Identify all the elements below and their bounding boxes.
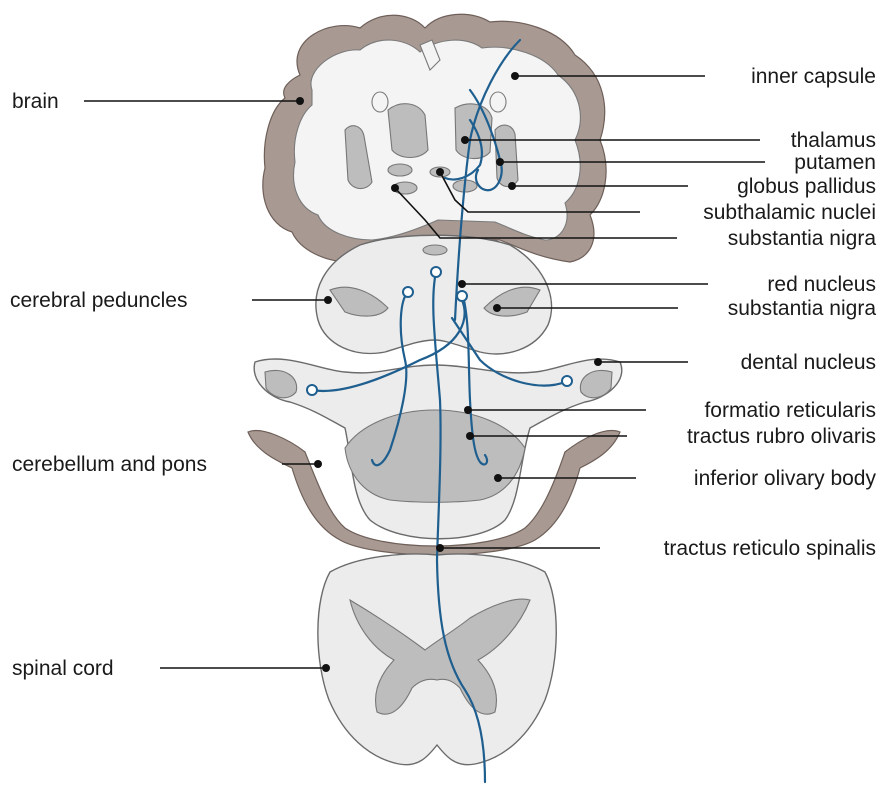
label-spinal-cord: spinal cord [12,657,114,680]
label-formatio-reticularis: formatio reticularis [704,399,876,422]
label-putamen: putamen [794,151,876,174]
label-dental-nucleus: dental nucleus [741,351,876,374]
label-globus-pallidus: globus pallidus [737,175,876,198]
label-cerebellum-pons: cerebellum and pons [12,453,207,476]
label-subthalamic-nuclei: subthalamic nuclei [703,201,876,224]
label-tractus-rubro-olivaris: tractus rubro olivaris [687,425,876,448]
label-inferior-olivary-body: inferior olivary body [694,467,877,490]
label-inner-capsule: inner capsule [751,65,876,88]
label-tractus-reticulo-spinalis: tractus reticulo spinalis [664,537,876,560]
label-substantia-nigra-2: substantia nigra [728,297,877,320]
brain-section [263,14,606,262]
label-cerebral-peduncles: cerebral peduncles [10,289,187,312]
pons-section [248,359,622,555]
label-brain: brain [12,90,59,113]
label-thalamus: thalamus [791,129,876,152]
thalamus-shape [388,104,428,158]
label-red-nucleus: red nucleus [767,273,876,296]
label-substantia-nigra-1: substantia nigra [728,227,877,250]
